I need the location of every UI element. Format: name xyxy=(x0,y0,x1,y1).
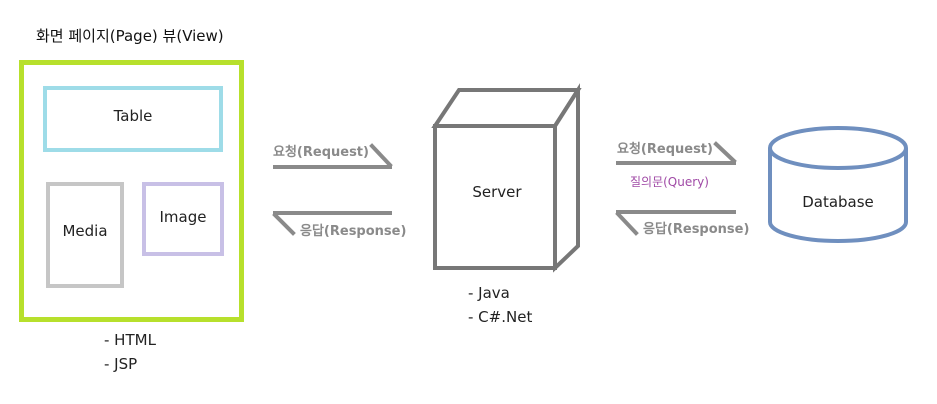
page-tech-jsp: - JSP xyxy=(104,355,138,373)
image-label: Image xyxy=(159,208,207,226)
server-box xyxy=(431,83,582,273)
response-arrow-to-server xyxy=(615,210,736,236)
server-tech-java: - Java xyxy=(468,284,510,302)
request-arrow-to-database xyxy=(616,141,737,165)
media-label: Media xyxy=(62,222,108,240)
server-tech-list: - Java - C#.Net xyxy=(468,281,532,329)
media-component xyxy=(46,182,124,288)
database-cylinder xyxy=(768,126,908,243)
database-label: Database xyxy=(802,193,874,211)
request-label-2: 요청(Request) xyxy=(617,142,713,157)
page-tech-html: - HTML xyxy=(104,331,156,349)
server-tech-csharp: - C#.Net xyxy=(468,308,533,326)
page-view-title: 화면 페이지(Page) 뷰(View) xyxy=(36,27,224,45)
request-arrow-to-server xyxy=(273,143,393,169)
request-label-1: 요청(Request) xyxy=(273,145,369,160)
response-label-2: 응답(Response) xyxy=(643,222,750,237)
image-component xyxy=(142,182,224,256)
server-label: Server xyxy=(472,183,522,201)
table-component xyxy=(43,86,223,152)
response-label-1: 응답(Response) xyxy=(300,224,407,239)
table-label: Table xyxy=(113,107,153,125)
page-tech-list: - HTML - JSP xyxy=(104,328,156,376)
query-label: 질의문(Query) xyxy=(630,175,709,189)
page-view-frame xyxy=(19,60,244,322)
response-arrow-to-page xyxy=(272,211,392,236)
